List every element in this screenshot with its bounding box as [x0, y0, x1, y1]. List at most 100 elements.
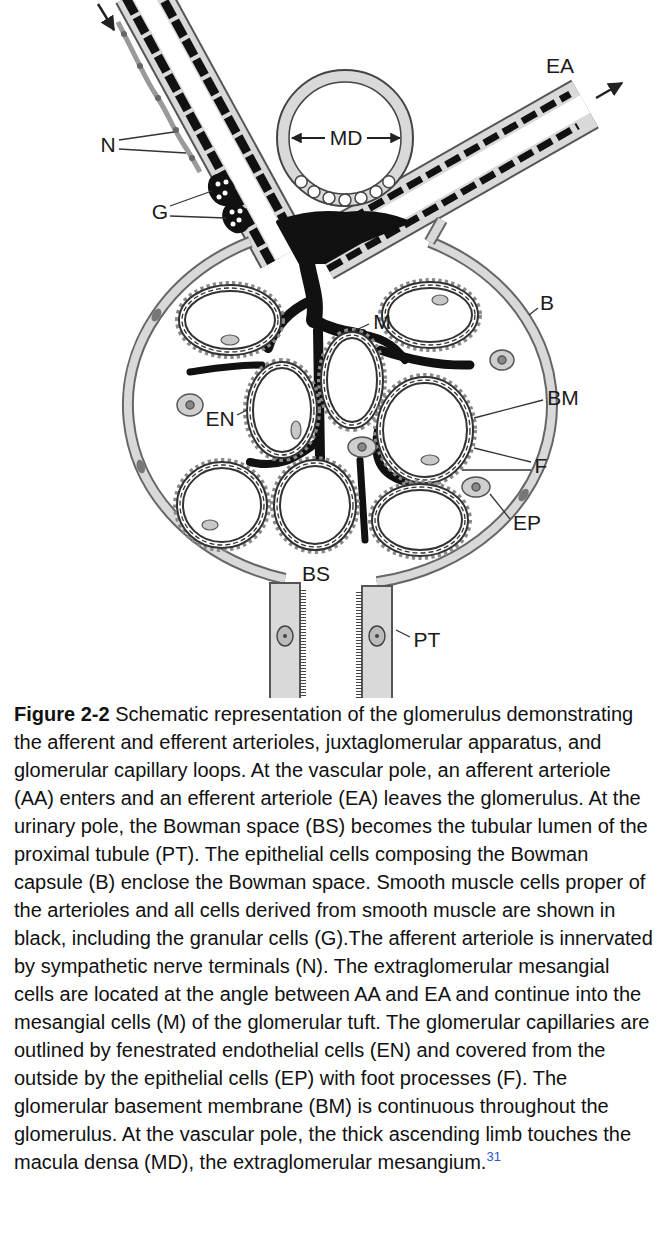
mesangium: [360, 460, 365, 540]
macula-densa-tubule: [355, 192, 367, 204]
capillary-loops: [277, 463, 353, 547]
macula-densa-tubule: [367, 137, 400, 139]
leader-lines: [474, 400, 543, 418]
capillary-loops: [380, 380, 470, 480]
proximal-tubule: [277, 626, 293, 646]
afferent-arteriole: [140, 0, 285, 255]
part-label: EN: [205, 407, 234, 431]
capillary-loops: [277, 463, 353, 547]
part-label: F: [535, 454, 548, 478]
macula-densa-tubule: [323, 192, 335, 204]
part-label: B: [540, 291, 554, 315]
proximal-tubule: [283, 634, 287, 638]
proximal-tubule: [356, 592, 362, 698]
figure-number: Figure 2-2: [14, 703, 110, 725]
bowman-capsule: [149, 307, 163, 323]
flow-arrows: [596, 83, 622, 98]
bowman-capsule: [128, 220, 552, 582]
leader-lines: [119, 149, 186, 153]
macula-densa-tubule: [277, 70, 413, 206]
granular-cells: [216, 182, 221, 187]
capillary-loops: [180, 465, 264, 545]
podocytes: [358, 443, 366, 451]
macula-densa-tubule: [292, 137, 325, 139]
endothelial-nuclei: [291, 421, 301, 439]
leader-lines: [490, 494, 510, 519]
proximal-tubule: [375, 634, 379, 638]
flow-arrows: [98, 4, 114, 30]
proximal-tubule: [369, 626, 385, 646]
leader-lines: [170, 191, 212, 206]
leader-lines: [529, 308, 538, 315]
mesangium: [380, 350, 470, 365]
podocytes: [186, 401, 194, 409]
afferent-arteriole: [154, 0, 299, 247]
endothelial-nuclei: [432, 295, 448, 305]
granular-cells: [202, 169, 255, 239]
bowman-capsule: [430, 220, 442, 242]
capillary-loops: [380, 380, 470, 480]
nerve-terminals: [155, 95, 161, 101]
granular-cells: [230, 210, 235, 215]
granular-cells: [224, 180, 229, 185]
capillary-loops: [375, 487, 465, 553]
part-label: PT: [414, 628, 441, 652]
afferent-arteriole: [126, 0, 299, 263]
capillary-loops: [180, 465, 264, 545]
granular-cells: [231, 222, 236, 227]
part-label: EA: [546, 54, 574, 78]
part-label: MD: [330, 126, 363, 150]
capillary-loops: [250, 365, 314, 455]
capillary-loops: [277, 463, 353, 547]
capillary-loops: [380, 380, 470, 480]
granular-cells: [217, 195, 222, 200]
leader-lines: [237, 410, 247, 415]
capillary-loops: [385, 285, 475, 345]
afferent-arteriole: [140, 0, 285, 255]
capillary-loops: [250, 365, 314, 455]
podocytes: [490, 350, 514, 370]
capillary-loops: [182, 288, 278, 352]
capillary-loops: [375, 487, 465, 553]
bowman-capsule: [430, 220, 442, 242]
part-label: BS: [302, 562, 330, 586]
granular-cells: [238, 209, 243, 214]
capillary-loops: [380, 380, 470, 480]
capillary-loops: [182, 288, 278, 352]
leader-lines: [119, 132, 543, 637]
glomerulus-illustration: [0, 0, 666, 698]
capillary-loops: [375, 487, 465, 553]
figure-caption: Figure 2-2 Schematic representation of t…: [14, 703, 653, 1173]
proximal-tubule: [270, 583, 392, 698]
endothelial-nuclei: [202, 520, 218, 530]
mesangium: [190, 365, 262, 372]
podocytes: [462, 477, 490, 497]
endothelial-nuclei: [421, 455, 439, 465]
capillary-loops: [250, 365, 314, 455]
macula-densa-tubule: [370, 186, 382, 198]
proximal-tubule: [300, 590, 306, 698]
bowman-capsule: [516, 487, 531, 503]
endothelial-nuclei: [221, 335, 239, 345]
capillary-loops: [180, 465, 264, 545]
label-layer: NGMDEABMBMENFEPBSPT: [0, 0, 666, 700]
proximal-tubule: [270, 583, 300, 698]
macula-densa-tubule: [277, 70, 413, 206]
granular-cells: [237, 218, 242, 223]
capillary-loops: [385, 285, 475, 345]
capillary-loops: [324, 335, 380, 425]
macula-densa-tubule: [289, 82, 401, 194]
leader-lines: [354, 324, 369, 331]
podocytes: [177, 350, 514, 497]
afferent-arteriole: [126, 0, 271, 263]
podocytes: [177, 394, 203, 416]
podocytes: [498, 356, 506, 364]
nerve-terminals: [137, 63, 143, 69]
capillary-loops: [250, 365, 314, 455]
capillary-loops: [324, 335, 380, 425]
nerve-terminals: [189, 155, 195, 161]
afferent-arteriole: [140, 0, 285, 255]
caption-block: Figure 2-2 Schematic representation of t…: [14, 700, 654, 1176]
endothelial-nuclei: [202, 295, 448, 530]
